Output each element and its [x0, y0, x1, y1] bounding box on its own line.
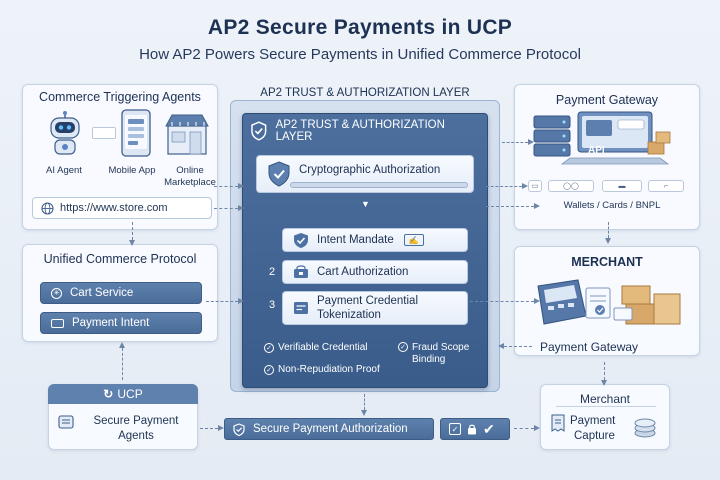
- cart-lock-icon: [294, 265, 308, 278]
- crypto-auth-label: Cryptographic Authorization: [299, 164, 441, 176]
- arrow-agents-to-crypto: [214, 182, 244, 189]
- fraud-scope-label-line2: Binding: [412, 354, 446, 365]
- payment-intent-label: Payment Intent: [72, 317, 150, 329]
- gateway-illustration-icon: [533, 111, 671, 165]
- step-2-number: 2: [268, 266, 276, 278]
- intent-mandate-label: Intent Mandate: [317, 234, 394, 246]
- arrow-ucp-to-auth: [200, 424, 224, 431]
- robot-icon: [50, 111, 80, 155]
- check-icon: ✓: [264, 342, 274, 353]
- card-pill-icon: ▬: [602, 180, 642, 192]
- mobile-app-label: Mobile App: [108, 165, 156, 176]
- marketplace-label-line2: Marketplace: [164, 177, 216, 188]
- globe-icon: [41, 201, 54, 215]
- verifiable-credential-check: ✓ Verifiable Credential: [264, 342, 368, 353]
- cart-service-icon: ✳: [51, 287, 62, 299]
- crypto-progress-track: [290, 182, 468, 188]
- ucp-agents-label-line2: Agents: [118, 430, 154, 442]
- arrow-agents-to-layer: [214, 204, 244, 211]
- store-url-text: https://www.store.com: [60, 202, 168, 214]
- ucp-panel-title: Unified Commerce Protocol: [43, 252, 197, 266]
- non-repudiation-check: ✓ Non-Repudiation Proof: [264, 364, 380, 375]
- merchant-gateway-label: Payment Gateway: [540, 340, 639, 354]
- auth-shield-icon: [233, 422, 245, 436]
- ai-agent-label: AI Agent: [46, 165, 82, 176]
- intent-mandate-card[interactable]: Intent Mandate ✍: [282, 228, 468, 252]
- merchant-panel-title: MERCHANT: [571, 255, 643, 269]
- shield-check-icon: [251, 121, 267, 141]
- cart-authorization-label: Cart Authorization: [317, 266, 409, 278]
- cart-service-label: Cart Service: [70, 287, 134, 299]
- page-title: AP2 Secure Payments in UCP: [207, 16, 513, 39]
- fraud-scope-label-line1: Fraud Scope: [412, 342, 470, 353]
- coin-stack-icon: [634, 418, 656, 438]
- crypto-shield-icon: [268, 161, 290, 187]
- arrow-tokenization-to-merchant: [470, 297, 540, 304]
- merchant-capture-label-line1: Payment: [570, 415, 616, 427]
- arrow-layer-to-auth: [360, 394, 367, 416]
- merchant-capture-title: Merchant: [579, 392, 631, 406]
- arrow-gateway-to-merchant: [604, 222, 611, 244]
- fraud-scope-check: ✓ Fraud Scope Binding: [398, 342, 469, 366]
- wallet-pill-icon: ▭: [528, 180, 542, 192]
- payment-gateway-panel: Payment Gateway: [514, 84, 700, 230]
- check-icon: ✓: [264, 364, 274, 375]
- receipt-icon: [551, 414, 565, 432]
- checkmark-icon: ✔: [483, 420, 495, 437]
- wallets-label: Wallets / Cards / BNPL: [563, 200, 661, 211]
- auth-status-bar: ✓ ✔: [440, 418, 510, 440]
- chat-card-icon: [92, 127, 116, 139]
- flow-down-icon: ▼: [361, 199, 370, 209]
- step-3-number: 3: [268, 299, 276, 311]
- ap2-layer-outer-title: AP2 TRUST & AUTHORIZATION LAYER: [260, 87, 470, 99]
- payment-intent-row[interactable]: Payment Intent: [40, 312, 202, 334]
- ucp-agents-header: ↻ UCP: [48, 384, 198, 404]
- arrow-auth-to-merchant: [514, 424, 540, 431]
- arrow-agents-to-ucp: [128, 222, 135, 246]
- merchant-capture-label-line2: Capture: [574, 430, 615, 442]
- arrow-merchant-to-capture: [600, 362, 607, 386]
- ucp-logo-icon: ↻: [103, 387, 114, 401]
- arrow-layer-to-gateway: [502, 138, 534, 145]
- arrow-merchant-to-layer: [498, 342, 532, 349]
- cart-service-row[interactable]: ✳ Cart Service: [40, 282, 202, 304]
- payment-tokenization-label-line1: Payment Credential: [317, 295, 418, 307]
- cart-authorization-card[interactable]: Cart Authorization: [282, 260, 468, 284]
- lock-icon: [468, 424, 476, 435]
- secure-payment-auth-bar[interactable]: Secure Payment Authorization: [224, 418, 434, 440]
- payment-intent-icon: [51, 318, 64, 328]
- ucp-agents-title: UCP: [117, 387, 143, 401]
- verifiable-credential-label: Verifiable Credential: [278, 342, 368, 353]
- secure-payment-auth-label: Secure Payment Authorization: [253, 423, 408, 435]
- api-label: API: [588, 145, 605, 156]
- merchant-divider: [556, 406, 656, 407]
- ap2-layer-inner-title: AP2 TRUST & AUTHORIZATION LAYER: [275, 119, 445, 143]
- payment-tokenization-card[interactable]: Payment Credential Tokenization: [282, 291, 468, 325]
- payment-gateway-title: Payment Gateway: [555, 93, 659, 107]
- arrow-crypto-to-wallets: [486, 182, 528, 189]
- visa-card-pill-icon: ◯◯: [548, 180, 594, 192]
- check-icon: ✓: [398, 342, 408, 352]
- ap2-layer-header: AP2 TRUST & AUTHORIZATION LAYER: [250, 119, 480, 143]
- ucp-agents-label-line1: Secure Payment: [93, 415, 179, 427]
- arrow-ucp-bottom-to-ucp: [118, 342, 125, 380]
- intent-shield-icon: [294, 232, 308, 248]
- non-repudiation-label: Non-Repudiation Proof: [278, 364, 380, 375]
- pos-terminal-illustration-icon: [537, 279, 681, 325]
- secure-agents-icon: [58, 415, 74, 429]
- checkbox-icon: ✓: [449, 423, 461, 435]
- arrow-ucp-to-layer: [206, 297, 244, 304]
- store-url-bar[interactable]: https://www.store.com: [32, 197, 212, 219]
- payment-tokenization-label-line2: Tokenization: [317, 309, 381, 321]
- commerce-agents-title: Commerce Triggering Agents: [39, 90, 201, 104]
- signature-icon: ✍: [403, 234, 424, 246]
- credential-card-icon: [294, 302, 308, 314]
- arrow-layer-to-wallets: [486, 202, 540, 209]
- storefront-icon: [165, 114, 209, 155]
- marketplace-label-line1: Online: [176, 165, 204, 176]
- bnpl-pill-icon: ⌐: [648, 180, 684, 192]
- page-subtitle: How AP2 Powers Secure Payments in Unifie…: [139, 46, 581, 63]
- mobile-phone-icon: [121, 109, 151, 157]
